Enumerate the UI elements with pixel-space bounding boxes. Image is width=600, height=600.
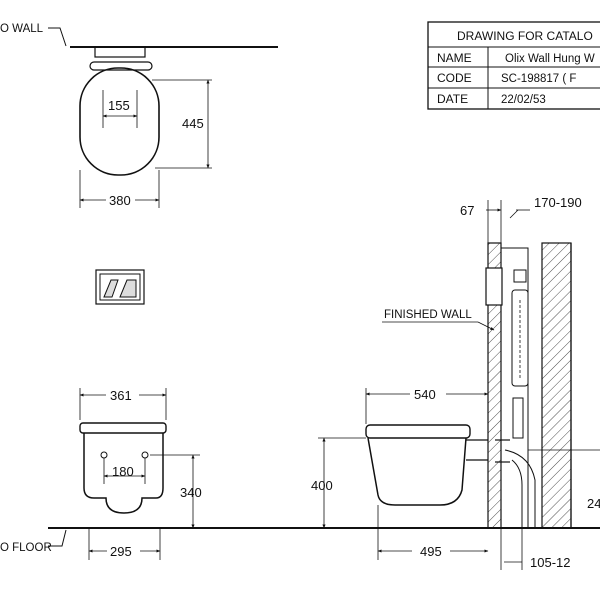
dim-top-hole-spacing: 155 bbox=[108, 98, 130, 113]
dim-side-length: 540 bbox=[414, 387, 436, 402]
dim-front-width-top: 361 bbox=[110, 388, 132, 403]
floor: O FLOOR bbox=[0, 527, 600, 554]
name-value: Olix Wall Hung W bbox=[505, 53, 595, 65]
floor-label: O FLOOR bbox=[0, 542, 52, 554]
dim-front-height: 340 bbox=[180, 485, 202, 500]
dim-top-depth: 445 bbox=[182, 116, 204, 131]
code-value: SC-198817 ( F bbox=[501, 73, 576, 85]
dim-frame-bottom: 105-12 bbox=[530, 555, 570, 570]
dim-side-base: 495 bbox=[420, 544, 442, 559]
title-block-heading: DRAWING FOR CATALO bbox=[457, 29, 593, 43]
top-view: O WALL 155 445 380 bbox=[0, 23, 278, 208]
dim-side-height: 400 bbox=[311, 478, 333, 493]
dim-front-hole-spacing: 180 bbox=[112, 464, 134, 479]
dim-pipe-height: 24 bbox=[587, 496, 600, 511]
name-key: NAME bbox=[437, 51, 472, 65]
date-value: 22/02/53 bbox=[501, 94, 546, 106]
front-view: 180 361 340 295 bbox=[79, 388, 202, 560]
dim-wall-offset: 67 bbox=[460, 203, 474, 218]
wall-label: O WALL bbox=[0, 23, 44, 35]
side-view: 540 400 495 67 170-190 24 105-12 FINISHE… bbox=[311, 195, 600, 570]
dim-front-base-width: 295 bbox=[110, 544, 132, 559]
date-key: DATE bbox=[437, 92, 468, 106]
dim-frame-depth: 170-190 bbox=[534, 195, 582, 210]
finished-wall-label: FINISHED WALL bbox=[384, 309, 472, 321]
flush-plate bbox=[95, 269, 145, 305]
dim-top-width: 380 bbox=[109, 193, 131, 208]
title-block: DRAWING FOR CATALO NAME Olix Wall Hung W… bbox=[427, 21, 600, 110]
code-key: CODE bbox=[437, 71, 472, 85]
